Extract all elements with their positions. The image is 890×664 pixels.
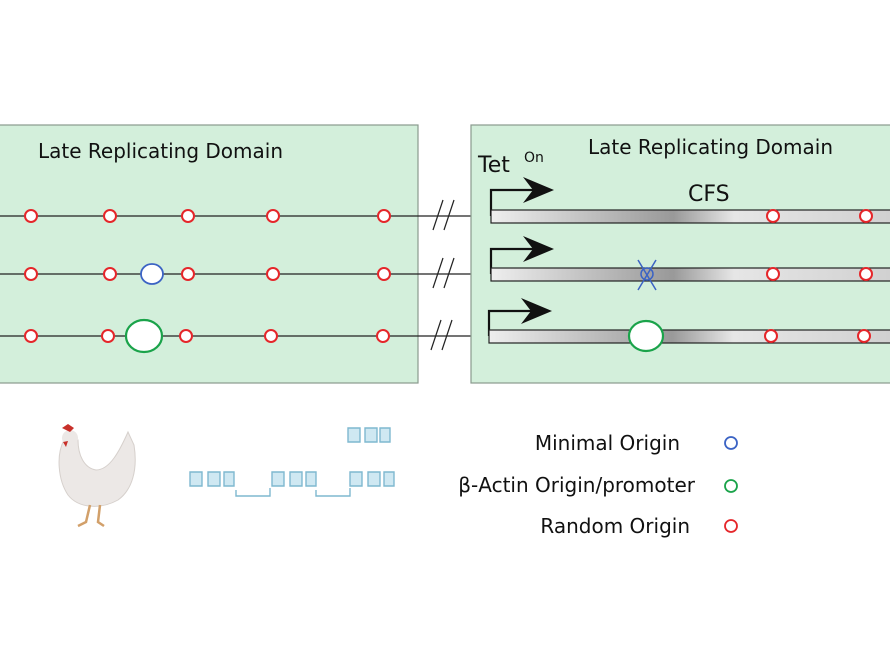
deleted-minimal-origin [637, 259, 657, 291]
legend-minimal-origin-label: Minimal Origin [535, 431, 680, 455]
actin-origin [627, 319, 665, 353]
break-connectors [420, 199, 471, 351]
actin-origin [124, 318, 164, 354]
legend-actin-origin-marker [724, 479, 738, 493]
legend-minimal-origin-marker [724, 436, 738, 450]
random-origins-right [764, 209, 873, 343]
legend-random-origin-label: Random Origin [540, 514, 690, 538]
legend-random-origin-marker [724, 519, 738, 533]
left-panel-title: Late Replicating Domain [38, 139, 283, 163]
legend: Minimal Origin β-Actin Origin/promoter R… [458, 431, 738, 538]
random-origins-left [24, 209, 391, 343]
chromatin-illustration [189, 427, 395, 497]
minimal-origin [140, 263, 164, 285]
right-panel-title: Late Replicating Domain [588, 135, 833, 159]
tet-on-superscript: On [524, 150, 544, 166]
left-panel-background [0, 124, 419, 384]
tet-label: Tet [477, 153, 510, 178]
chicken-illustration [58, 424, 136, 528]
cfs-bar [490, 267, 890, 282]
promoter-arrows [487, 177, 554, 336]
cfs-bar [490, 209, 890, 224]
right-panel: Late Replicating Domain Tet On CFS [470, 124, 890, 384]
cfs-label: CFS [688, 182, 730, 207]
left-panel: Late Replicating Domain [0, 124, 420, 384]
legend-actin-origin-label: β-Actin Origin/promoter [458, 473, 696, 497]
cfs-bar [488, 329, 890, 344]
